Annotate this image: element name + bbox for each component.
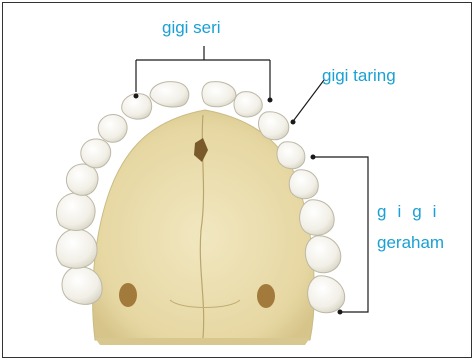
molar-pointer-dot-top bbox=[311, 155, 316, 160]
label-molars-line2: geraham bbox=[377, 233, 444, 253]
tooth-molar-right-1 bbox=[300, 200, 335, 235]
label-molars-line1: gigi bbox=[377, 202, 447, 222]
incisor-pointer-dot-left bbox=[134, 94, 139, 99]
canine-pointer-dot bbox=[291, 120, 296, 125]
tooth-canine-right bbox=[259, 112, 289, 140]
tooth-premolar-right-1 bbox=[277, 142, 305, 169]
tooth-incisor-left-1 bbox=[150, 82, 189, 107]
canine-pointer-line bbox=[294, 80, 324, 120]
molar-pointer-dot-bottom bbox=[338, 310, 343, 315]
tooth-premolar-left-2 bbox=[66, 164, 97, 195]
palatine-foramen-right bbox=[257, 284, 275, 308]
incisor-pointer-dot-right bbox=[268, 98, 273, 103]
tooth-premolar-right-2 bbox=[289, 170, 318, 199]
tooth-molar-right-3 bbox=[308, 276, 345, 313]
palatine-foramen-left bbox=[119, 283, 137, 307]
label-incisors: gigi seri bbox=[162, 18, 221, 38]
palate-rear-edge bbox=[95, 338, 310, 345]
tooth-molar-right-2 bbox=[305, 236, 340, 273]
tooth-premolar-left-1 bbox=[81, 139, 111, 168]
tooth-canine-left bbox=[98, 115, 127, 143]
tooth-incisor-right-1 bbox=[202, 82, 236, 107]
tooth-incisor-right-2 bbox=[234, 92, 262, 117]
tooth-molar-left-2 bbox=[56, 229, 97, 268]
tooth-molar-left-1 bbox=[56, 193, 95, 231]
label-canine: gigi taring bbox=[322, 66, 396, 86]
